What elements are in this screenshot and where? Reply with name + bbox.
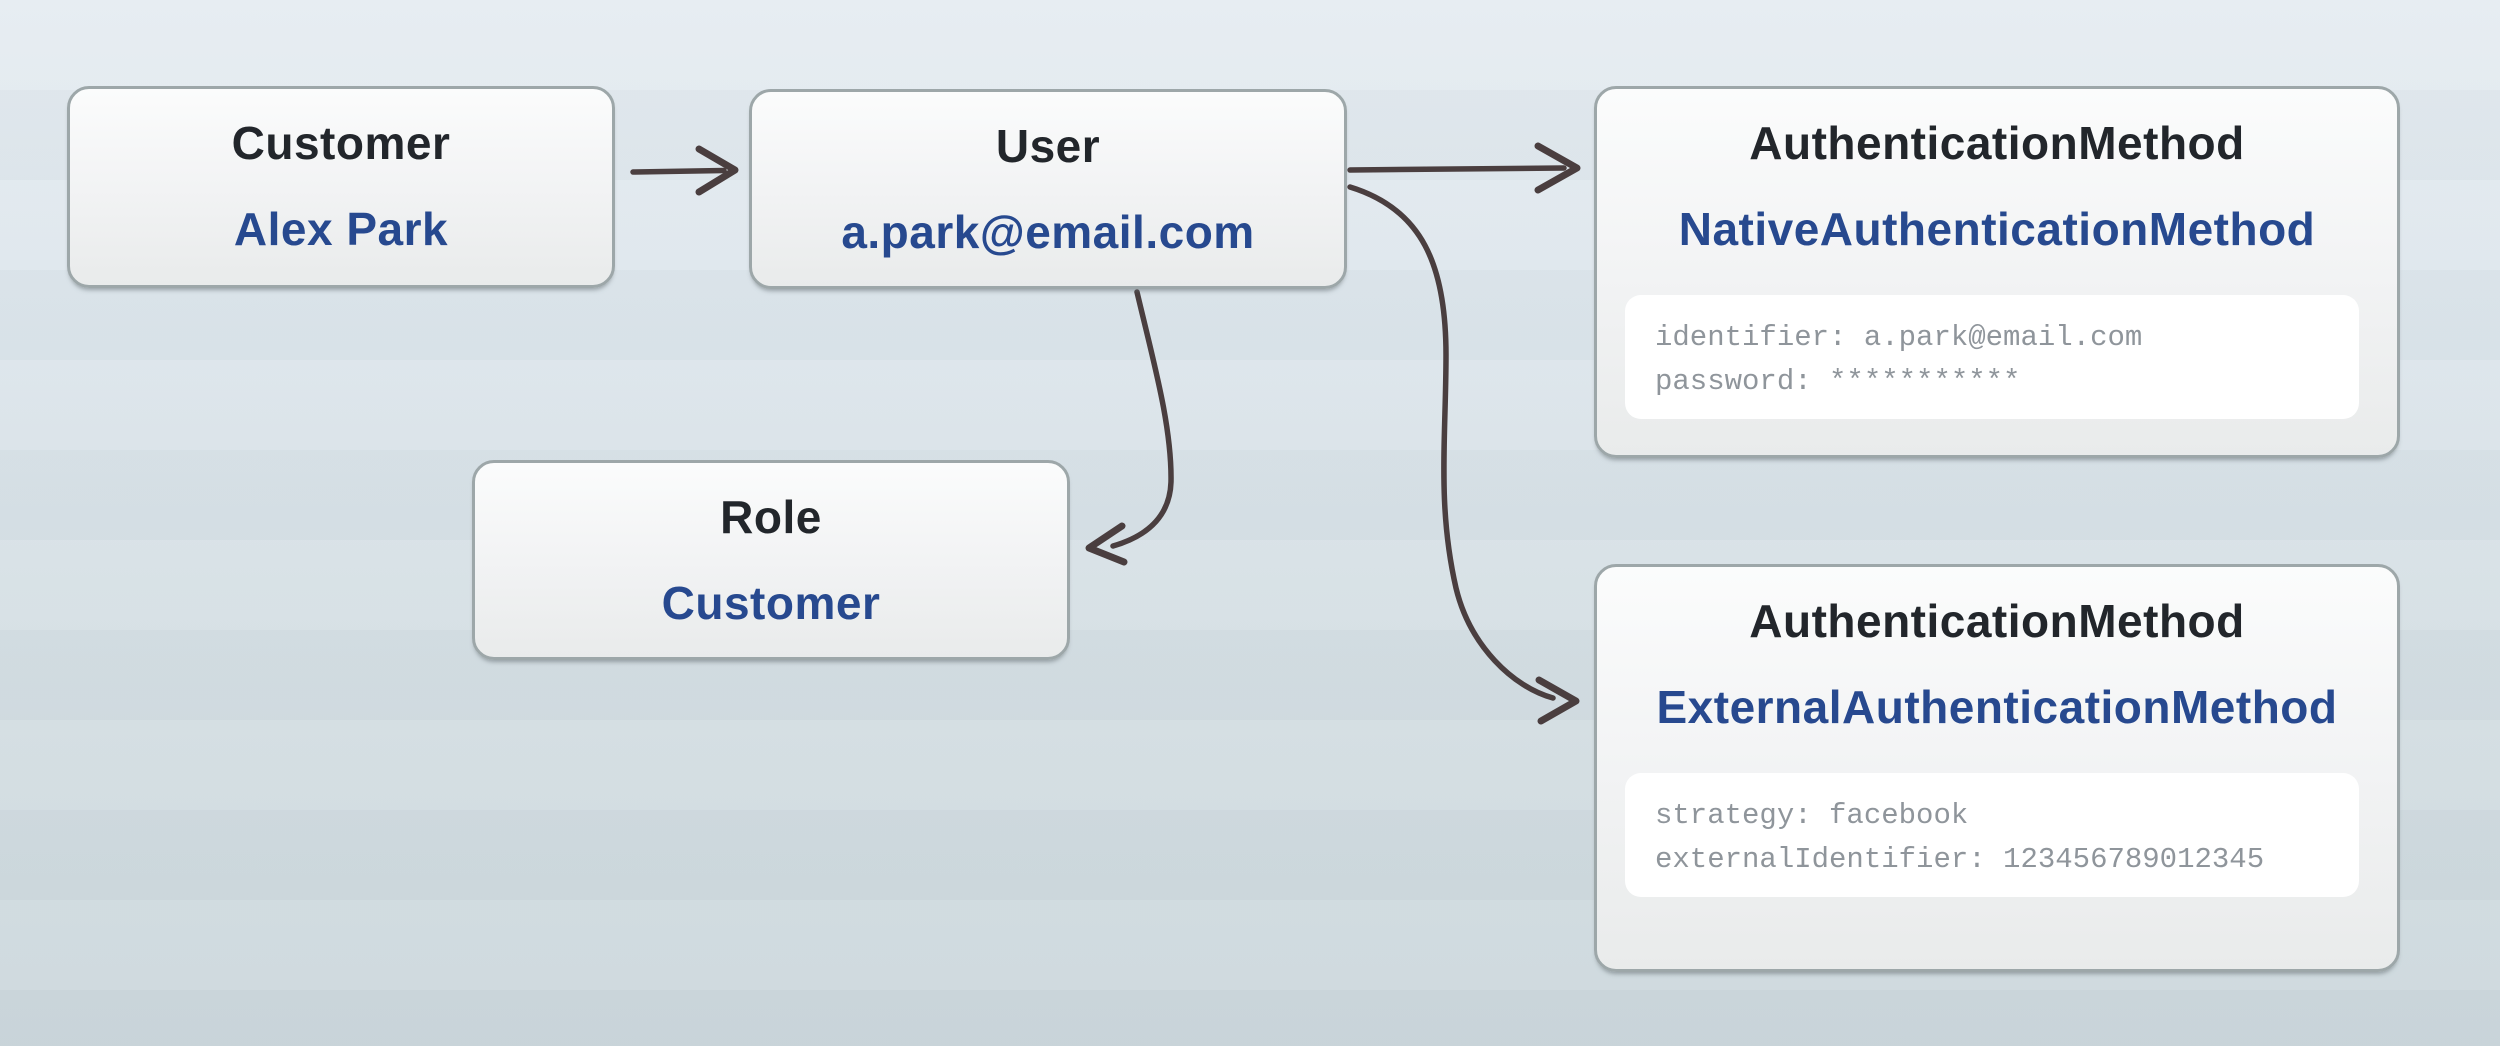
entity-user-title: User xyxy=(995,120,1101,172)
entity-native-auth: AuthenticationMethod NativeAuthenticatio… xyxy=(1594,86,2400,458)
entity-role: Role Customer xyxy=(472,460,1070,660)
edge-user-to-role xyxy=(1085,289,1174,566)
attribute-external-identifier: externalIdentifier: 123456789012345 xyxy=(1655,843,2265,876)
entity-native-auth-value: NativeAuthenticationMethod xyxy=(1678,203,2316,255)
attribute-identifier: identifier: a.park@email.com xyxy=(1655,321,2143,354)
entity-user-value: a.park@email.com xyxy=(841,206,1255,258)
entity-customer-title: Customer xyxy=(231,117,451,169)
edge-user-to-external-auth xyxy=(1347,184,1580,725)
entity-external-auth: AuthenticationMethod ExternalAuthenticat… xyxy=(1594,564,2400,972)
entity-external-auth-attributes-panel: strategy: facebook externalIdentifier: 1… xyxy=(1625,773,2359,897)
entity-user: User a.park@email.com xyxy=(749,89,1347,289)
attribute-password: password: *********** xyxy=(1655,365,2021,398)
entity-customer: Customer Alex Park xyxy=(67,86,615,288)
entity-external-auth-title: AuthenticationMethod xyxy=(1749,595,2245,647)
edge-customer-to-user xyxy=(630,145,739,196)
entity-native-auth-attributes-panel: identifier: a.park@email.com password: *… xyxy=(1625,295,2359,419)
attribute-strategy: strategy: facebook xyxy=(1655,799,1969,832)
edge-user-to-native-auth xyxy=(1347,142,1581,194)
entity-role-value: Customer xyxy=(661,577,881,629)
entity-role-title: Role xyxy=(720,491,822,543)
entity-external-auth-value: ExternalAuthenticationMethod xyxy=(1656,681,2338,733)
entity-native-auth-title: AuthenticationMethod xyxy=(1749,117,2245,169)
entity-customer-value: Alex Park xyxy=(233,203,449,255)
